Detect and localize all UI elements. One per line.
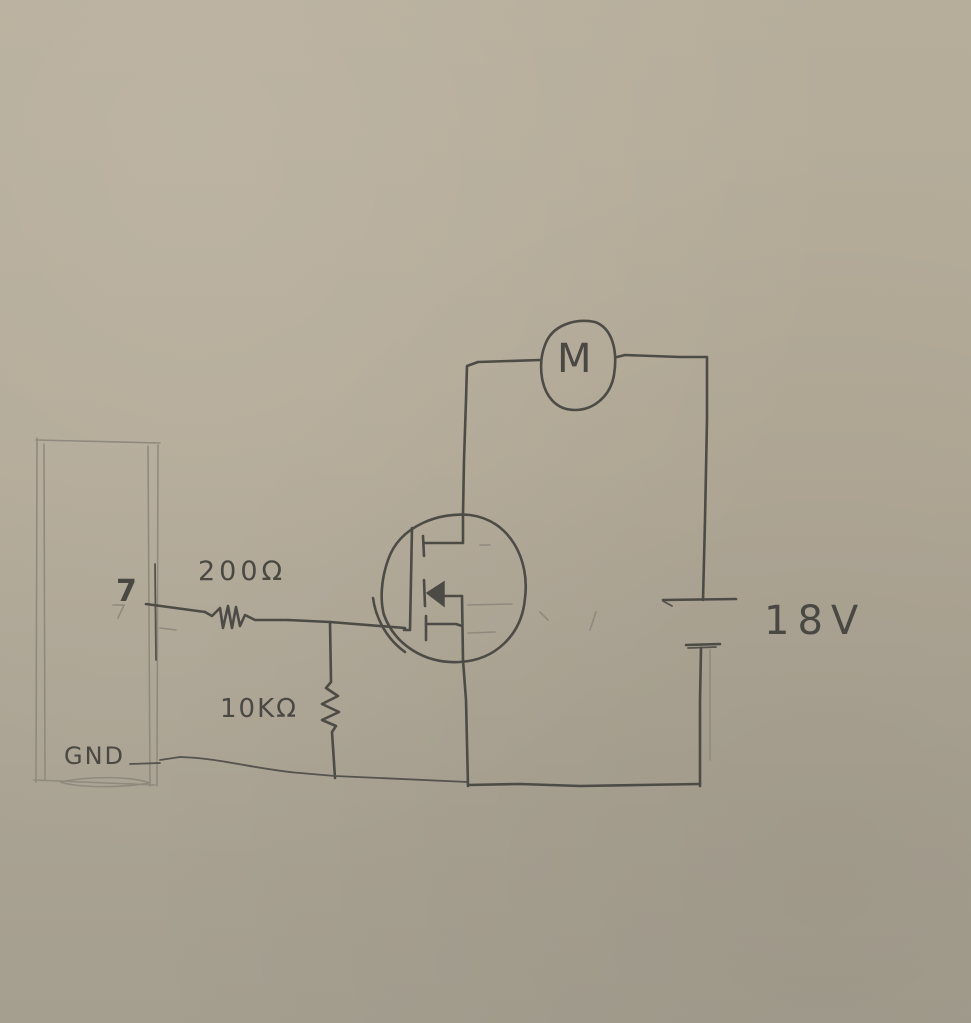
ground-wire (129, 756, 469, 783)
pin7-wire (144, 602, 207, 614)
resistor-10k-icon (320, 620, 341, 780)
motor-to-battery-wire (615, 353, 709, 602)
battery-icon (661, 597, 738, 788)
pin-number-label: 7 (116, 574, 141, 609)
resistor-200-label: 200Ω (198, 556, 287, 587)
resistor-10k-label: 10KΩ (220, 694, 299, 724)
resistor-200-icon (203, 604, 290, 630)
motor-icon (539, 319, 617, 412)
motor-label: M (557, 336, 592, 382)
source-wire (461, 658, 470, 788)
ground-label: GND (64, 742, 126, 770)
drain-wire (461, 358, 542, 517)
battery-voltage-label: 18V (764, 598, 867, 644)
ground-rail (466, 782, 702, 788)
stray-marks (539, 611, 597, 631)
mosfet-icon (371, 513, 528, 664)
controller-board-outline (33, 437, 177, 788)
